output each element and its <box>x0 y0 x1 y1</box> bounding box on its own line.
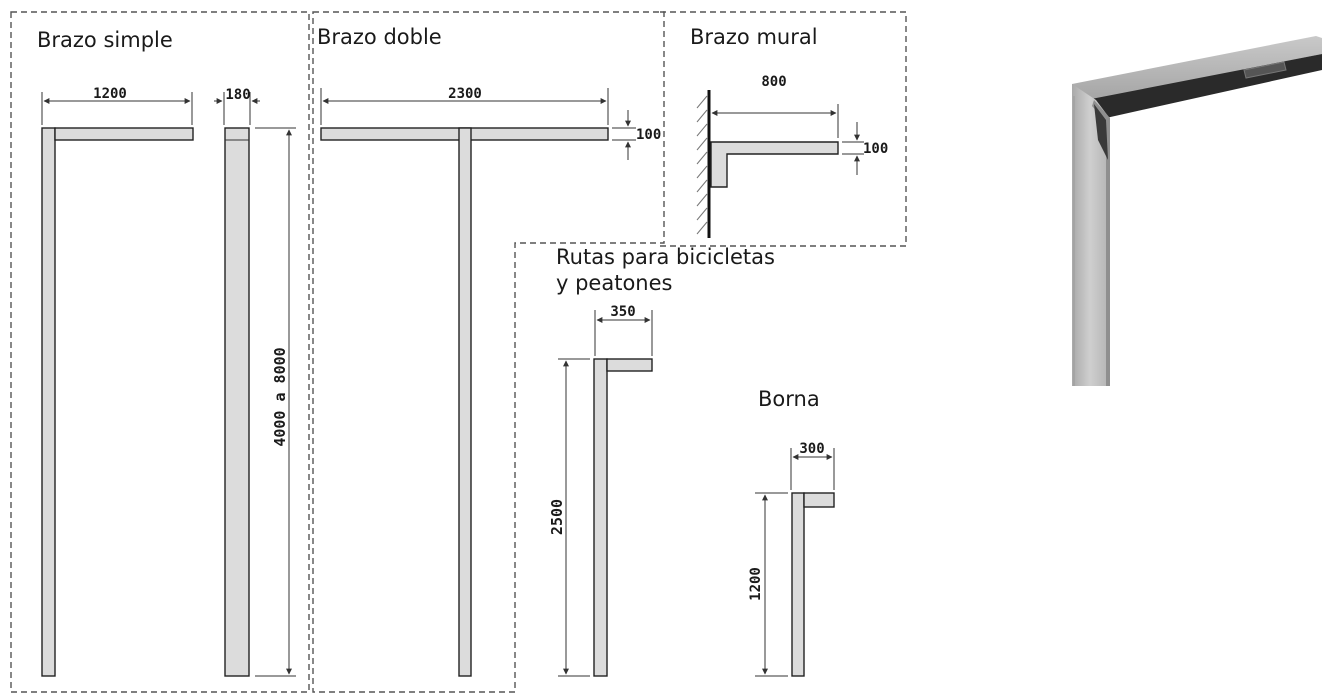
pole <box>41 127 56 677</box>
panel-brazo-simple: Brazo simple 1200 180 4000 a 8000 <box>10 11 310 693</box>
pole <box>458 127 472 677</box>
arm-top-face <box>1072 36 1322 100</box>
panel-rutas: Rutas para bicicletas y peatones 350 250… <box>548 245 775 677</box>
arm-width-label: 2300 <box>448 86 482 102</box>
arm-height-label: 100 <box>636 127 661 143</box>
panel-brazo-mural: Brazo mural 800 100 <box>660 11 907 247</box>
pole <box>791 492 805 677</box>
pole-edge <box>1092 100 1110 386</box>
arm-width-label: 350 <box>610 304 635 320</box>
panel-title: Brazo simple <box>37 28 173 52</box>
arm <box>54 127 194 141</box>
arm-width-label: 300 <box>799 441 824 457</box>
height-label: 1200 <box>748 567 764 601</box>
panel-title-line1: Rutas para bicicletas <box>556 245 775 269</box>
pole-side-view <box>224 127 250 677</box>
arm-width-label: 800 <box>761 74 786 90</box>
panel-title: Brazo doble <box>317 25 442 49</box>
panel-title-line2: y peatones <box>556 271 672 295</box>
panel-borna: Borna 300 1200 <box>748 387 835 677</box>
panel-frame <box>312 11 665 693</box>
panel-frame <box>10 11 310 693</box>
height-label: 2500 <box>548 499 566 535</box>
wall-arm <box>710 141 839 188</box>
pole-body <box>1072 84 1108 386</box>
height-label: 4000 a 8000 <box>271 347 289 446</box>
panel-title: Borna <box>758 387 820 411</box>
panel-brazo-doble: Brazo doble 2300 100 <box>312 11 665 693</box>
panel-frame <box>660 11 907 247</box>
pole <box>593 358 608 677</box>
luminaire-product-image <box>1072 36 1322 386</box>
pole-shadow <box>1094 104 1108 160</box>
arm-height-label: 100 <box>863 141 888 157</box>
panel-title: Brazo mural <box>690 25 818 49</box>
arm-width-label: 1200 <box>93 86 127 102</box>
arm <box>606 358 653 372</box>
led-module <box>1243 61 1287 79</box>
pole-width-label: 180 <box>225 87 250 103</box>
wall-hatching <box>696 95 708 235</box>
arm <box>803 492 835 508</box>
